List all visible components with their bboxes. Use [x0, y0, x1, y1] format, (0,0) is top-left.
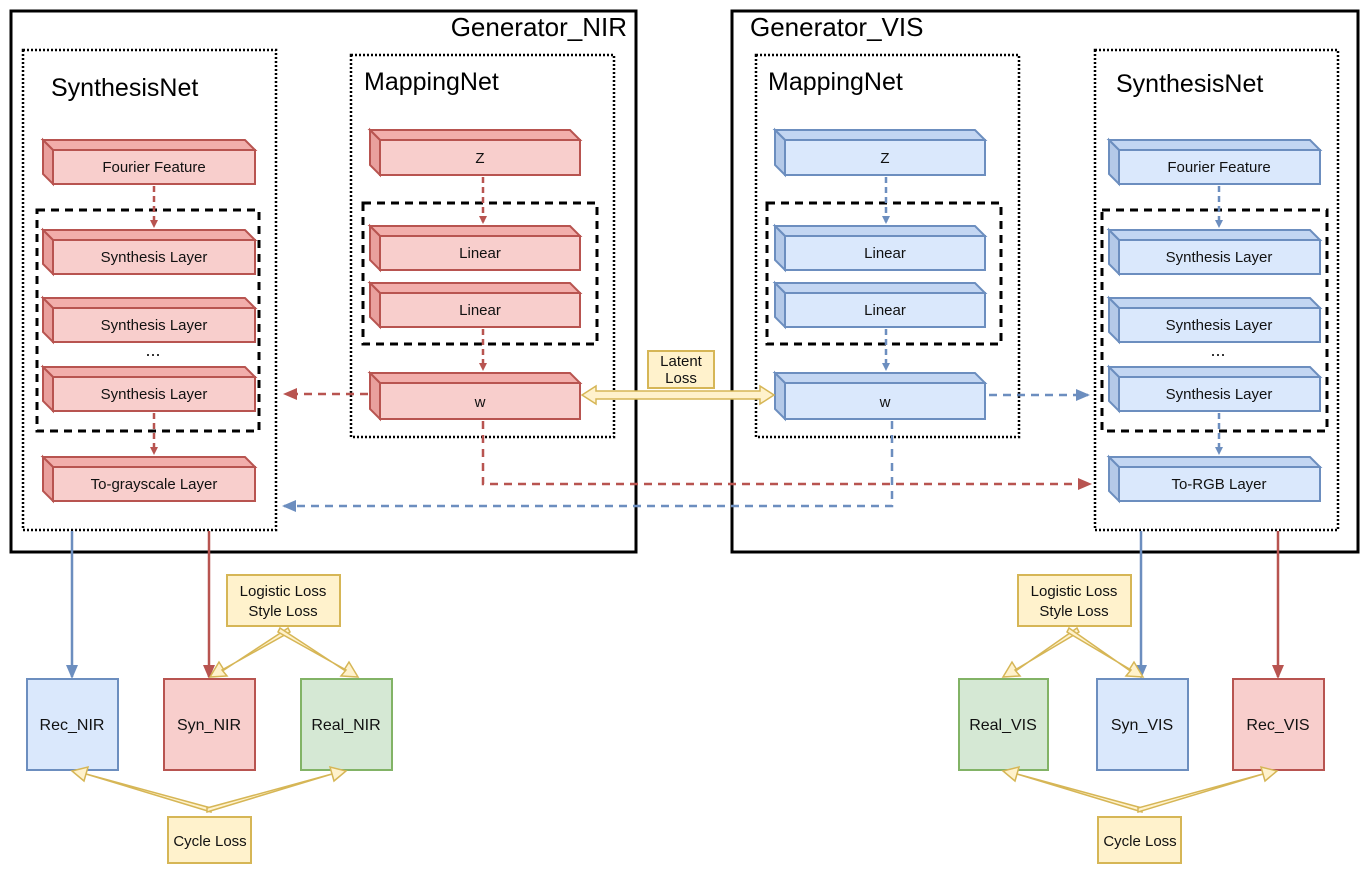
- cross-arrow-nir-w-to-vis-synthesis: [481, 421, 1092, 490]
- nir-synthesisnet-frame: [21, 48, 278, 532]
- vis-linear-group: [765, 201, 1003, 346]
- nir-linear-2: Linear: [367, 280, 583, 330]
- generator-vis-frame: [730, 9, 1360, 554]
- nir-w-block: w: [367, 370, 583, 422]
- vis-to-rgb-label: To-RGB Layer: [1171, 476, 1266, 493]
- nir-to-grayscale-block: To-grayscale Layer: [40, 454, 258, 504]
- nir-z-block: Z: [367, 127, 583, 178]
- syn-vis-box: [1096, 678, 1189, 771]
- latent-loss-line1: Latent: [660, 353, 703, 370]
- vis-linear-2: Linear: [772, 280, 988, 330]
- real-nir-label: Real_NIR: [311, 717, 380, 734]
- vis-synthesis-layers-group: [1100, 208, 1329, 433]
- nir-linear-group: [361, 201, 599, 346]
- generator-nir-frame: [9, 9, 638, 554]
- left-cycle-loss-box: [167, 816, 252, 864]
- syn-nir-label: Syn_NIR: [177, 717, 241, 734]
- vis-synthesis-layer-3: Synthesis Layer: [1106, 364, 1323, 414]
- right-style-loss-arrow-right: [1066, 626, 1145, 678]
- vis-mappingnet-title: MappingNet: [768, 68, 903, 96]
- syn-nir-box: [163, 678, 256, 771]
- vis-synthesis-layer-2: Synthesis Layer: [1106, 295, 1323, 345]
- nir-linear-1: Linear: [367, 223, 583, 273]
- nir-synthesis-layer-1-label: Synthesis Layer: [101, 249, 208, 266]
- nir-synthesis-layer-3: Synthesis Layer: [40, 364, 258, 414]
- left-cycle-loss-label: Cycle Loss: [173, 833, 246, 850]
- vis-z-label: Z: [880, 150, 889, 167]
- nir-synthesis-layer-2-label: Synthesis Layer: [101, 317, 208, 334]
- vis-to-rgb-block: To-RGB Layer: [1106, 454, 1323, 504]
- right-cycle-loss-label: Cycle Loss: [1103, 833, 1176, 850]
- left-cycle-arrow-left: [70, 765, 212, 814]
- rec-vis-label: Rec_VIS: [1246, 717, 1309, 734]
- vis-synthesis-layer-1: Synthesis Layer: [1106, 227, 1323, 277]
- real-vis-box: [958, 678, 1049, 771]
- nir-fourier-feature-block: Fourier Feature: [40, 137, 258, 187]
- vis-ellipsis: ...: [1210, 340, 1225, 360]
- syn-vis-label: Syn_VIS: [1111, 717, 1173, 734]
- vis-mappingnet-frame: [754, 53, 1021, 439]
- nir-synthesis-layer-3-label: Synthesis Layer: [101, 386, 208, 403]
- right-cycle-loss-box: [1097, 816, 1182, 864]
- right-style-loss-label: Style Loss: [1039, 603, 1108, 620]
- nir-synthesis-layer-2: Synthesis Layer: [40, 295, 258, 345]
- nir-linear-1-label: Linear: [459, 245, 501, 262]
- right-cycle-arrow-right: [1137, 765, 1279, 814]
- vis-synthesisnet-frame: [1093, 48, 1340, 532]
- right-logistic-style-loss-box: [1017, 574, 1132, 627]
- latent-loss-line2: Loss: [665, 370, 697, 387]
- latent-loss-arrow: [580, 384, 776, 406]
- cross-arrow-vis-w-to-nir-synthesis: [282, 421, 894, 512]
- nir-z-label: Z: [475, 150, 484, 167]
- generator-vis-title: Generator_VIS: [750, 12, 923, 42]
- rec-nir-label: Rec_NIR: [40, 717, 105, 734]
- nir-fourier-feature-label: Fourier Feature: [102, 159, 205, 176]
- vis-fourier-feature-block: Fourier Feature: [1106, 137, 1323, 187]
- vis-w-label: w: [879, 394, 891, 411]
- generator-nir-title: Generator_NIR: [451, 12, 627, 42]
- rec-nir-box: [26, 678, 119, 771]
- nir-synthesis-layer-1: Synthesis Layer: [40, 227, 258, 277]
- nir-w-label: w: [474, 394, 486, 411]
- right-logistic-loss-label: Logistic Loss: [1031, 583, 1118, 600]
- latent-loss-box: [647, 350, 715, 389]
- nir-mappingnet-title: MappingNet: [364, 68, 499, 96]
- vis-linear-1: Linear: [772, 223, 988, 273]
- left-style-loss-arrow-left: [208, 626, 291, 678]
- nir-linear-2-label: Linear: [459, 302, 501, 319]
- right-style-loss-arrow-left: [1001, 626, 1080, 678]
- left-logistic-style-loss-box: [226, 574, 341, 627]
- left-cycle-arrow-right: [206, 765, 348, 814]
- nir-to-grayscale-label: To-grayscale Layer: [91, 476, 218, 493]
- vis-w-block: w: [772, 370, 988, 422]
- vis-fourier-feature-label: Fourier Feature: [1167, 159, 1270, 176]
- vis-z-block: Z: [772, 127, 988, 178]
- real-nir-box: [300, 678, 393, 771]
- left-style-loss-label: Style Loss: [248, 603, 317, 620]
- vis-synthesis-layer-3-label: Synthesis Layer: [1166, 386, 1273, 403]
- right-cycle-arrow-left: [1001, 765, 1143, 814]
- nir-ellipsis: ...: [145, 340, 160, 360]
- nir-synthesisnet-title: SynthesisNet: [51, 74, 198, 102]
- left-logistic-loss-label: Logistic Loss: [240, 583, 327, 600]
- real-vis-label: Real_VIS: [969, 717, 1037, 734]
- left-style-loss-arrow-right: [277, 626, 360, 678]
- vis-synthesisnet-title: SynthesisNet: [1116, 70, 1263, 98]
- nir-synthesis-layers-group: [35, 208, 261, 433]
- vis-linear-2-label: Linear: [864, 302, 906, 319]
- vis-synthesis-layer-1-label: Synthesis Layer: [1166, 249, 1273, 266]
- rec-vis-box: [1232, 678, 1325, 771]
- vis-synthesis-layer-2-label: Synthesis Layer: [1166, 317, 1273, 334]
- vis-linear-1-label: Linear: [864, 245, 906, 262]
